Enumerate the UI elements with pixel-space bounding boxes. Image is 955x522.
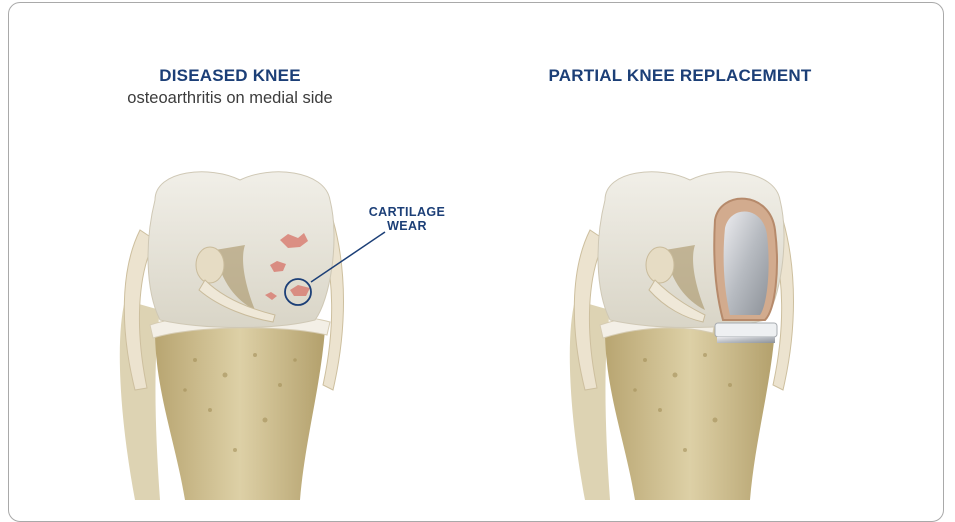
callout-line1: CARTILAGE <box>342 205 472 219</box>
femoral-implant <box>724 212 769 315</box>
cartilage-wear-callout: CARTILAGE WEAR <box>342 205 472 233</box>
diseased-knee-title: DISEASED KNEE <box>110 66 350 86</box>
diseased-knee-illustration <box>115 160 365 500</box>
acl-ligament <box>196 247 224 283</box>
tibial-insert <box>715 323 777 337</box>
callout-line2: WEAR <box>342 219 472 233</box>
tibia-bone <box>155 315 325 500</box>
partial-replacement-illustration <box>565 160 815 500</box>
partial-replacement-title: PARTIAL KNEE REPLACEMENT <box>500 66 860 86</box>
acl-ligament <box>646 247 674 283</box>
diseased-knee-subtitle: osteoarthritis on medial side <box>70 89 390 108</box>
tibial-tray <box>717 337 775 343</box>
